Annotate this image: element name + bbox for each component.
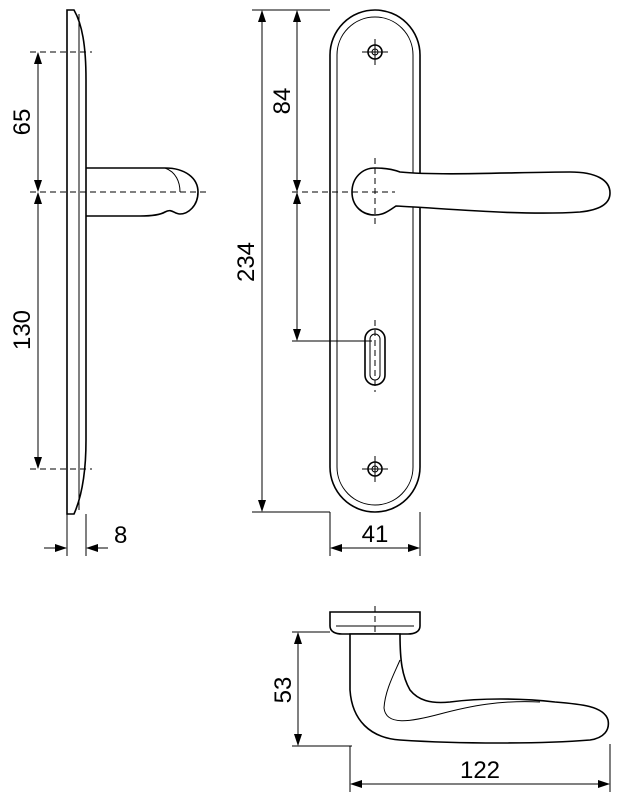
side-plate-outline — [66, 9, 87, 515]
dim-label-234: 234 — [233, 242, 260, 282]
side-lever-shade — [164, 167, 181, 193]
dim-label-53: 53 — [270, 677, 297, 704]
dim-label-41: 41 — [362, 521, 389, 548]
dim-label-130: 130 — [9, 310, 36, 350]
side-view: 65 130 8 — [9, 9, 210, 556]
rose-outline — [329, 611, 421, 635]
screw-bottom-icon — [362, 456, 388, 482]
front-view: 234 84 41 — [233, 9, 611, 556]
front-plate-outline — [329, 9, 421, 513]
top-lever-shade — [383, 659, 541, 722]
dim-label-8: 8 — [114, 522, 127, 549]
dim-label-84: 84 — [269, 88, 296, 115]
dim-label-122: 122 — [460, 757, 500, 784]
dim-label-65: 65 — [9, 109, 36, 136]
front-plate-inner — [336, 16, 414, 506]
front-lever-outline — [351, 167, 611, 216]
screw-top-icon — [362, 39, 388, 65]
top-lever-outline — [349, 633, 610, 744]
side-lever-profile — [86, 167, 199, 217]
top-view: 53 122 — [270, 606, 611, 792]
keyhole-outline — [364, 328, 386, 386]
